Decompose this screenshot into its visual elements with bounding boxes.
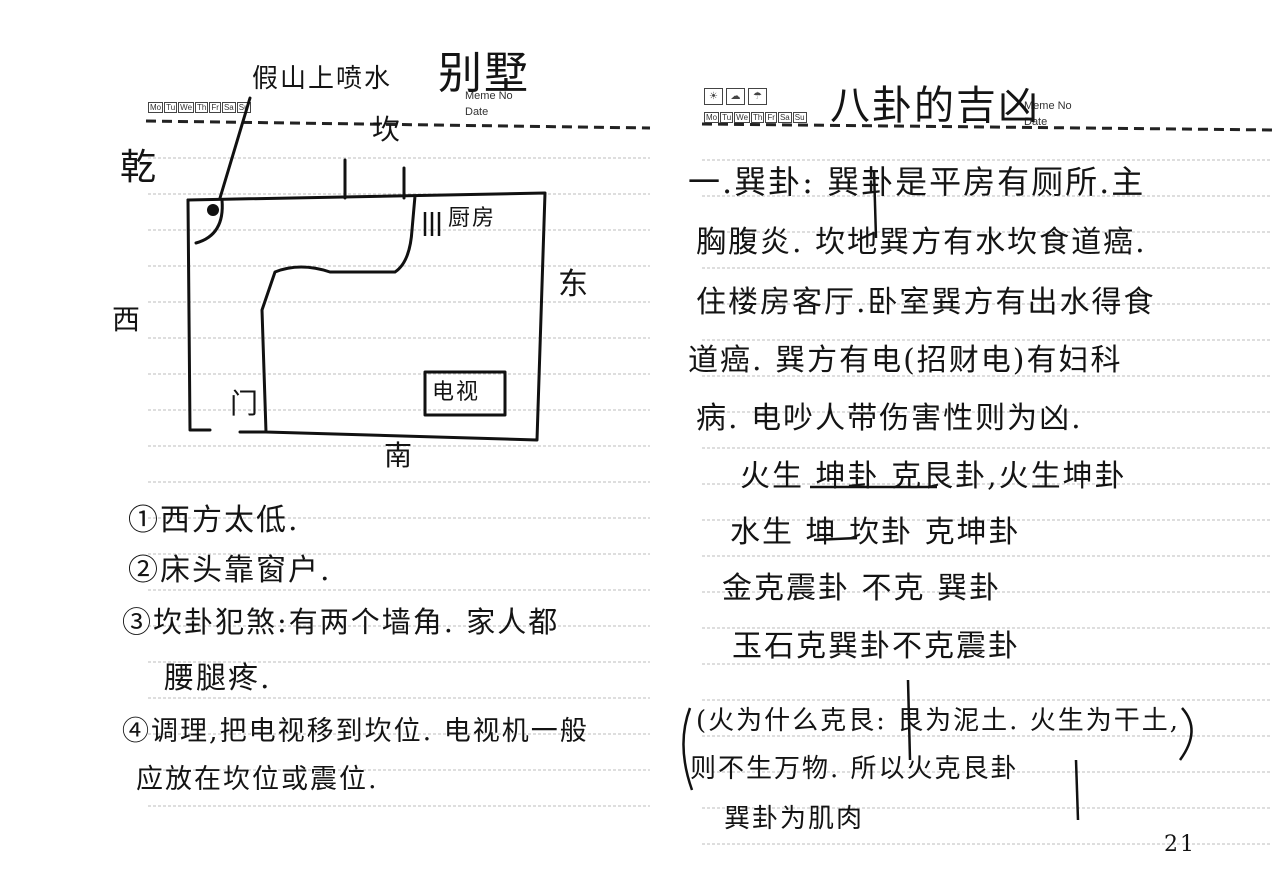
cloud-icon: ☁ <box>726 88 745 105</box>
weekday-we: We <box>734 112 751 123</box>
line-4: 道癌. 巽方有电(招财电)有妇科 <box>688 343 1123 378</box>
date-label-right: Date <box>1024 116 1048 128</box>
note-4-cont: 应放在坎位或震位. <box>136 764 379 795</box>
note-2: ②床头靠窗户. <box>128 553 332 588</box>
label-west: 西 <box>112 303 143 336</box>
weekday-fr: Fr <box>765 112 777 123</box>
weekday-th: Th <box>195 102 209 113</box>
sun-icon: ☀ <box>704 88 723 105</box>
weekday-th: Th <box>751 112 765 123</box>
note-3-cont: 腰腿疼. <box>164 661 272 696</box>
memo-no-left: Meme No <box>465 90 513 102</box>
weekday-su: Su <box>792 112 807 123</box>
ruled-lines-left <box>145 119 651 807</box>
line-5: 病. 电吵人带伤害性则为凶. <box>696 401 1083 436</box>
header-icons-right: ☀ ☁ ☂ <box>704 88 767 105</box>
label-south: 南 <box>384 439 415 472</box>
page-title-bagua: 八卦的吉凶 <box>830 83 1040 129</box>
weekday-sa: Sa <box>777 112 792 123</box>
line-3: 住楼房客厅.卧室巽方有出水得食 <box>696 285 1156 320</box>
label-tv: 电视 <box>432 380 481 405</box>
weekday-tu: Tu <box>164 102 178 113</box>
line-6: 火生 坤卦 克艮卦,火生坤卦 <box>740 459 1127 494</box>
ruled-lines-right <box>682 122 1275 845</box>
line-11: 则不生万物. 所以火克艮卦 <box>690 754 1019 784</box>
note-3: ③坎卦犯煞:有两个墙角. 家人都 <box>122 605 560 639</box>
note-4: ④调理,把电视移到坎位. 电视机一般 <box>122 716 589 747</box>
line-8: 金克震卦 不克 巽卦 <box>722 571 1002 606</box>
line-7: 水生 坤 坎卦 克坤卦 <box>730 515 1021 550</box>
label-kan-top: 坎 <box>372 113 403 146</box>
page-title-villa: 别墅 <box>438 48 530 99</box>
label-kitchen: 厨房 <box>448 206 497 231</box>
weekday-fr: Fr <box>209 102 221 113</box>
note-fountain: 假山上喷水 <box>252 64 393 94</box>
line-2: 胸腹炎. 坎地巽方有水坎食道癌. <box>696 225 1147 260</box>
page-number: 21 <box>1164 832 1196 857</box>
memo-no-right: Meme No <box>1024 100 1072 112</box>
rain-icon: ☂ <box>748 88 767 105</box>
weekday-mo: Mo <box>148 102 164 113</box>
line-12: 巽卦为肌肉 <box>724 804 865 834</box>
note-1: ①西方太低. <box>128 503 300 538</box>
floor-plan-diagram <box>186 96 547 442</box>
label-qian: 乾 <box>120 147 159 188</box>
weekday-sa: Sa <box>221 102 236 113</box>
line-1: 一.巽卦: 巽卦是平房有厕所.主 <box>688 163 1146 201</box>
label-east: 东 <box>558 267 590 302</box>
line-9: 玉石克巽卦不克震卦 <box>732 629 1020 664</box>
weekday-we: We <box>178 102 195 113</box>
weekday-mo: Mo <box>704 112 720 123</box>
line-10: (火为什么克艮: 艮为泥土. 火生为干土, <box>696 706 1180 736</box>
date-label-left: Date <box>465 106 489 118</box>
label-door: 门 <box>230 387 261 420</box>
weekday-su: Su <box>236 102 251 113</box>
weekday-tu: Tu <box>720 112 734 123</box>
